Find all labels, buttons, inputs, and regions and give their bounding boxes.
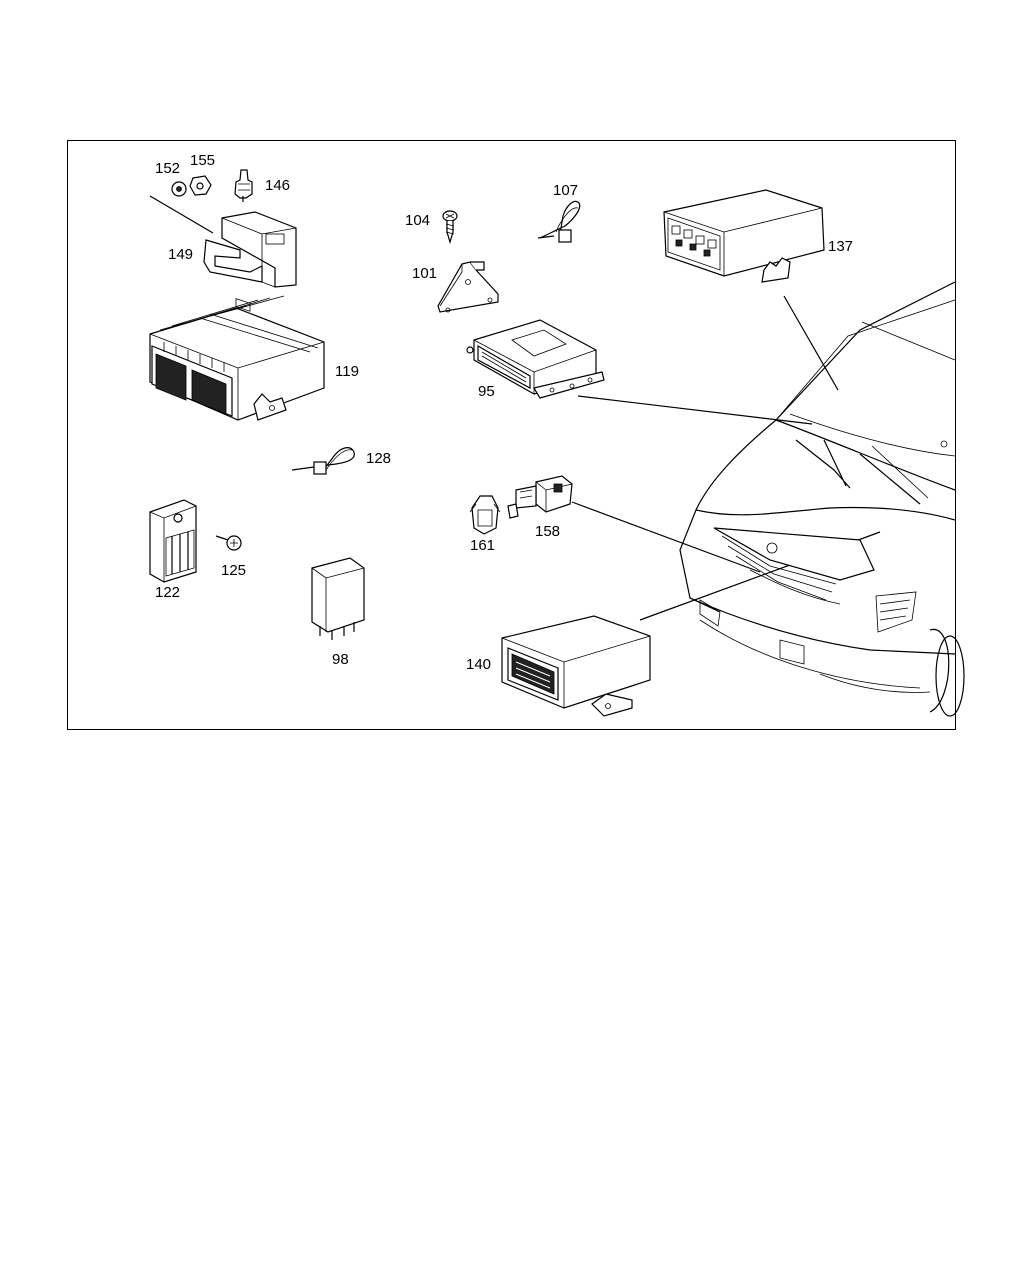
leader-line-152 bbox=[149, 195, 214, 234]
callout-158: 158 bbox=[535, 523, 560, 540]
part-152-washer bbox=[171, 181, 187, 197]
callout-152: 152 bbox=[155, 160, 180, 177]
callout-101: 101 bbox=[412, 265, 437, 282]
part-98-relay bbox=[311, 557, 365, 640]
part-155-nut bbox=[189, 175, 212, 196]
part-158-connector bbox=[507, 475, 573, 519]
callout-98: 98 bbox=[332, 651, 349, 668]
part-128-cable-tie bbox=[291, 447, 355, 475]
callout-104: 104 bbox=[405, 212, 430, 229]
vehicle-front-view bbox=[679, 281, 965, 717]
part-101-bracket bbox=[437, 261, 499, 313]
part-119-control-unit bbox=[149, 295, 325, 421]
part-104-screw bbox=[442, 210, 458, 245]
part-146-clip bbox=[234, 169, 253, 202]
part-122-relay-holder bbox=[149, 499, 197, 583]
leader-line-95 bbox=[577, 395, 813, 425]
part-107-cable-tie bbox=[537, 200, 581, 243]
callout-155: 155 bbox=[190, 152, 215, 169]
callout-107: 107 bbox=[553, 182, 578, 199]
callout-146: 146 bbox=[265, 177, 290, 194]
callout-137: 137 bbox=[828, 238, 853, 255]
part-140-control-unit bbox=[501, 615, 651, 717]
part-161-socket bbox=[469, 495, 501, 535]
part-125-screw bbox=[215, 535, 242, 551]
part-137-control-unit bbox=[663, 189, 825, 283]
callout-161: 161 bbox=[470, 537, 495, 554]
callout-149: 149 bbox=[168, 246, 193, 263]
leader-line-158 bbox=[571, 501, 761, 573]
callout-95: 95 bbox=[478, 383, 495, 400]
callout-140: 140 bbox=[466, 656, 491, 673]
part-149-bracket bbox=[203, 211, 297, 312]
callout-122: 122 bbox=[155, 584, 180, 601]
callout-128: 128 bbox=[366, 450, 391, 467]
leader-line-137 bbox=[783, 295, 839, 391]
callout-125: 125 bbox=[221, 562, 246, 579]
callout-119: 119 bbox=[335, 363, 359, 380]
part-95-control-unit bbox=[466, 319, 605, 399]
